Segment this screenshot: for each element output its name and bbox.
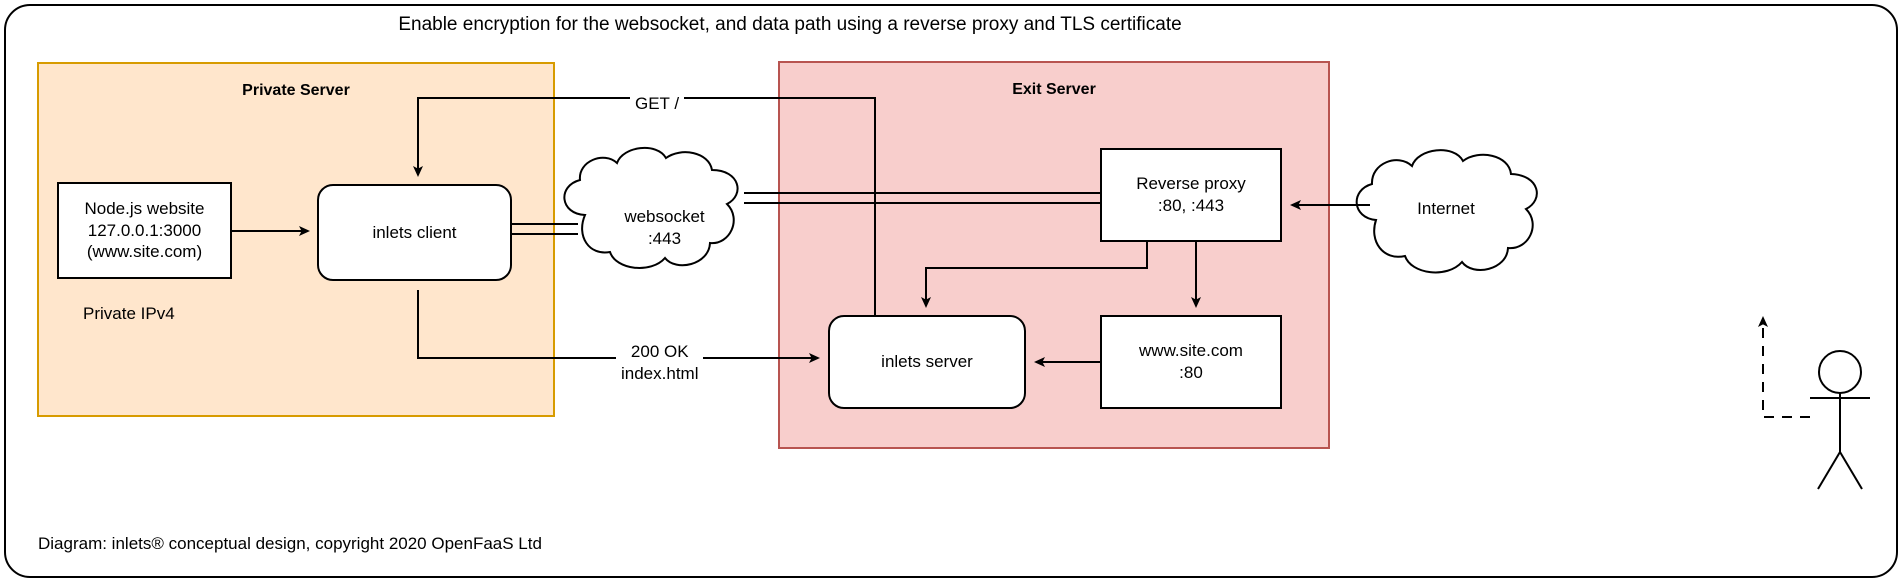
- node-site-backend-line2: :80: [1179, 363, 1203, 382]
- node-reverse-proxy[interactable]: Reverse proxy :80, :443: [1100, 148, 1282, 242]
- diagram-title: Enable encryption for the websocket, and…: [398, 14, 1182, 35]
- edge-label-response: 200 OK index.html: [616, 341, 704, 386]
- node-site-backend[interactable]: www.site.com :80: [1100, 315, 1282, 409]
- node-inlets-client[interactable]: inlets client: [317, 184, 512, 281]
- diagram-outer-frame: [4, 4, 1898, 578]
- internet-cloud-shape: [1355, 149, 1538, 274]
- node-reverse-proxy-line1: Reverse proxy: [1136, 174, 1246, 194]
- node-website-line1: Node.js website: [84, 198, 205, 218]
- websocket-cloud-line2: :443: [647, 229, 682, 249]
- edge-label-response-line1: 200 OK: [630, 342, 689, 361]
- edge-label-get-request: GET /: [630, 93, 685, 116]
- node-inlets-client-label: inlets client: [372, 222, 457, 242]
- actor-leg-right: [1839, 451, 1863, 490]
- websocket-cloud-line1: websocket: [624, 207, 705, 226]
- node-inlets-server[interactable]: inlets server: [828, 315, 1026, 409]
- actor-head: [1818, 350, 1862, 394]
- node-inlets-server-label: inlets server: [881, 352, 973, 372]
- websocket-cloud-shape: [563, 146, 739, 270]
- websocket-cloud-label: websocket :443: [592, 206, 737, 250]
- internet-cloud-label: Internet: [1417, 199, 1475, 218]
- node-nodejs-website[interactable]: Node.js website 127.0.0.1:3000 (www.site…: [57, 182, 232, 279]
- panel-private-server-label: Private Server: [242, 82, 350, 99]
- diagram-caption: Diagram: inlets® conceptual design, copy…: [38, 534, 542, 553]
- label-private-ipv4: Private IPv4: [83, 304, 175, 323]
- edge-actor-to-internet: [1758, 316, 1810, 418]
- edge-proxy-to-inlets-server: [921, 242, 1148, 308]
- edge-label-response-line2: index.html: [621, 364, 699, 384]
- actor-leg-left: [1817, 451, 1841, 490]
- panel-exit-server-label: Exit Server: [1012, 81, 1096, 98]
- node-website-line2: 127.0.0.1:3000: [87, 220, 202, 240]
- node-reverse-proxy-line2: :80, :443: [1157, 196, 1225, 215]
- node-site-backend-line1: www.site.com: [1139, 341, 1243, 361]
- node-website-line3: (www.site.com): [86, 242, 203, 262]
